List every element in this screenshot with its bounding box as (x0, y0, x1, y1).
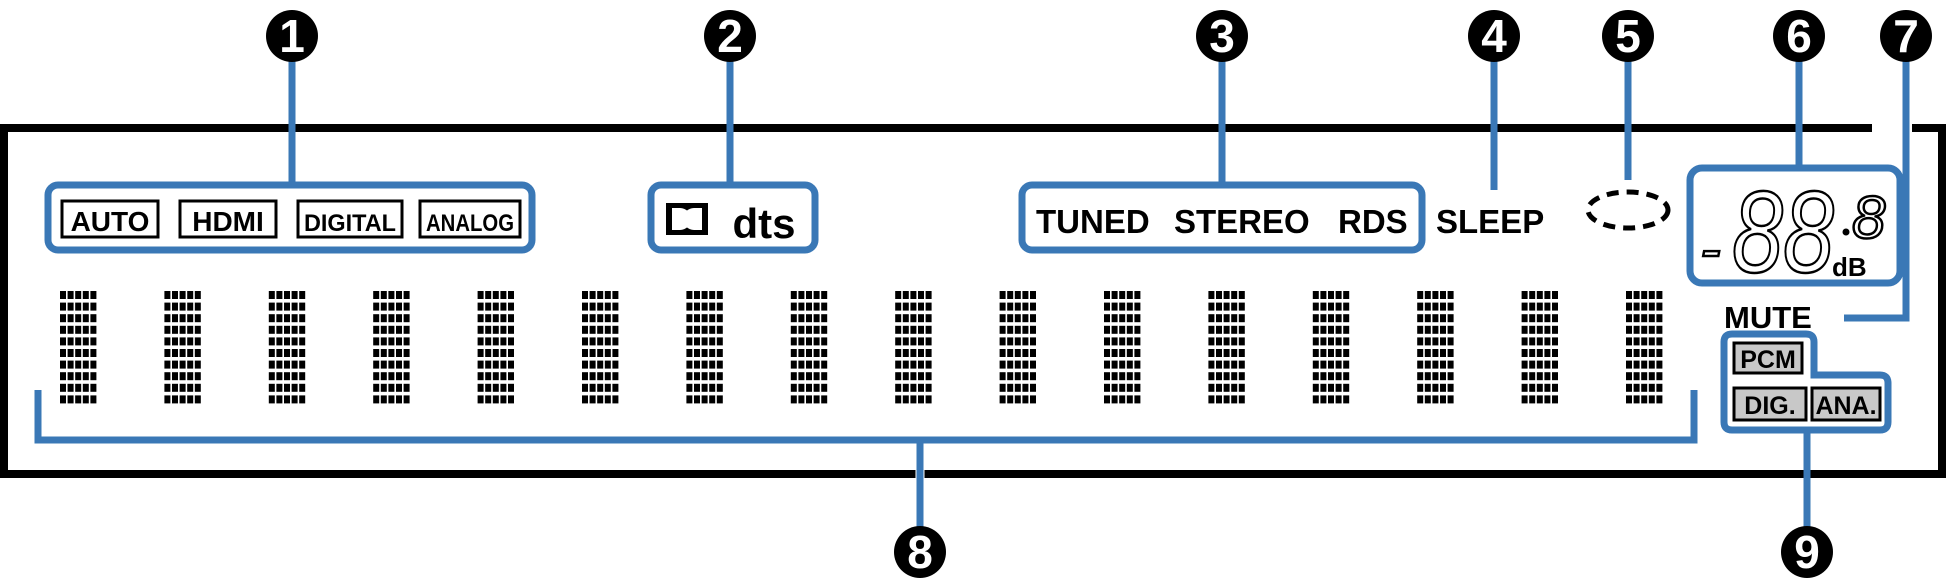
callout-4-number: 4 (1481, 10, 1507, 62)
dolby-double-d-icon (666, 203, 708, 235)
dig-label: DIG. (1744, 392, 1795, 420)
ana-label: ANA. (1815, 392, 1876, 420)
character-cell (686, 291, 723, 404)
callout-1: 1 (266, 10, 318, 62)
character-cell (1104, 291, 1141, 404)
callout-2: 2 (704, 10, 756, 62)
tuned-label: TUNED (1036, 203, 1150, 240)
ana-indicator: ANA. (1810, 386, 1882, 422)
character-cell (1626, 291, 1663, 404)
pcm-label: PCM (1740, 346, 1796, 374)
character-cell (999, 291, 1036, 404)
volume-display-group (1686, 164, 1904, 287)
callout-2-number: 2 (717, 10, 743, 62)
volume-minus: - (1700, 215, 1721, 284)
dig-indicator: DIG. (1732, 386, 1808, 422)
pcm-indicator: PCM (1732, 341, 1804, 375)
input-indicator-hdmi: HDMI (178, 199, 278, 239)
sleep-label: SLEEP (1436, 203, 1544, 240)
callout-5: 5 (1602, 10, 1654, 62)
character-cell (268, 291, 306, 404)
callout-1-number: 1 (279, 10, 305, 62)
digital-label: DIGITAL (304, 210, 396, 237)
callout-6: 6 (1773, 10, 1825, 62)
stereo-label: STEREO (1174, 203, 1310, 240)
character-cell (582, 291, 619, 404)
hdmi-label: HDMI (192, 206, 264, 237)
character-cell (60, 291, 97, 404)
character-cell (1521, 291, 1558, 404)
callout-9: 9 (1781, 526, 1833, 578)
character-matrix (60, 291, 1663, 404)
callout-3-number: 3 (1209, 10, 1235, 62)
character-cell (477, 291, 514, 404)
callout-5-number: 5 (1615, 10, 1641, 62)
character-cell (164, 291, 201, 404)
rds-label: RDS (1338, 203, 1408, 240)
callout-7: 7 (1880, 10, 1932, 62)
callout-4: 4 (1468, 10, 1520, 62)
input-indicator-group (44, 181, 536, 254)
auto-label: AUTO (71, 206, 150, 237)
callout-8: 8 (894, 526, 946, 578)
volume-decimal-digit: 8 (1852, 184, 1886, 251)
callout-9-number: 9 (1794, 526, 1820, 578)
character-cell (1417, 291, 1454, 404)
volume-digits: 88 (1732, 167, 1834, 297)
db-unit-label: dB (1832, 252, 1867, 282)
callout-3: 3 (1196, 10, 1248, 62)
input-indicator-digital: DIGITAL (296, 199, 404, 239)
input-indicator-auto: AUTO (60, 199, 160, 239)
dashed-ellipse-icon (1585, 189, 1671, 231)
callout-8-number: 8 (907, 526, 933, 578)
character-cell (373, 291, 410, 404)
callout-6-number: 6 (1786, 10, 1812, 62)
character-cell (790, 291, 828, 404)
tuner-indicator-group (1018, 181, 1426, 254)
callout-7-number: 7 (1893, 10, 1919, 62)
analog-label: ANALOG (426, 210, 514, 237)
character-cell (1208, 291, 1245, 404)
dts-label: dts (733, 200, 796, 247)
character-cell (1312, 291, 1350, 404)
character-cell (895, 291, 932, 404)
mute-label: MUTE (1724, 300, 1812, 335)
input-indicator-analog: ANALOG (418, 199, 522, 239)
